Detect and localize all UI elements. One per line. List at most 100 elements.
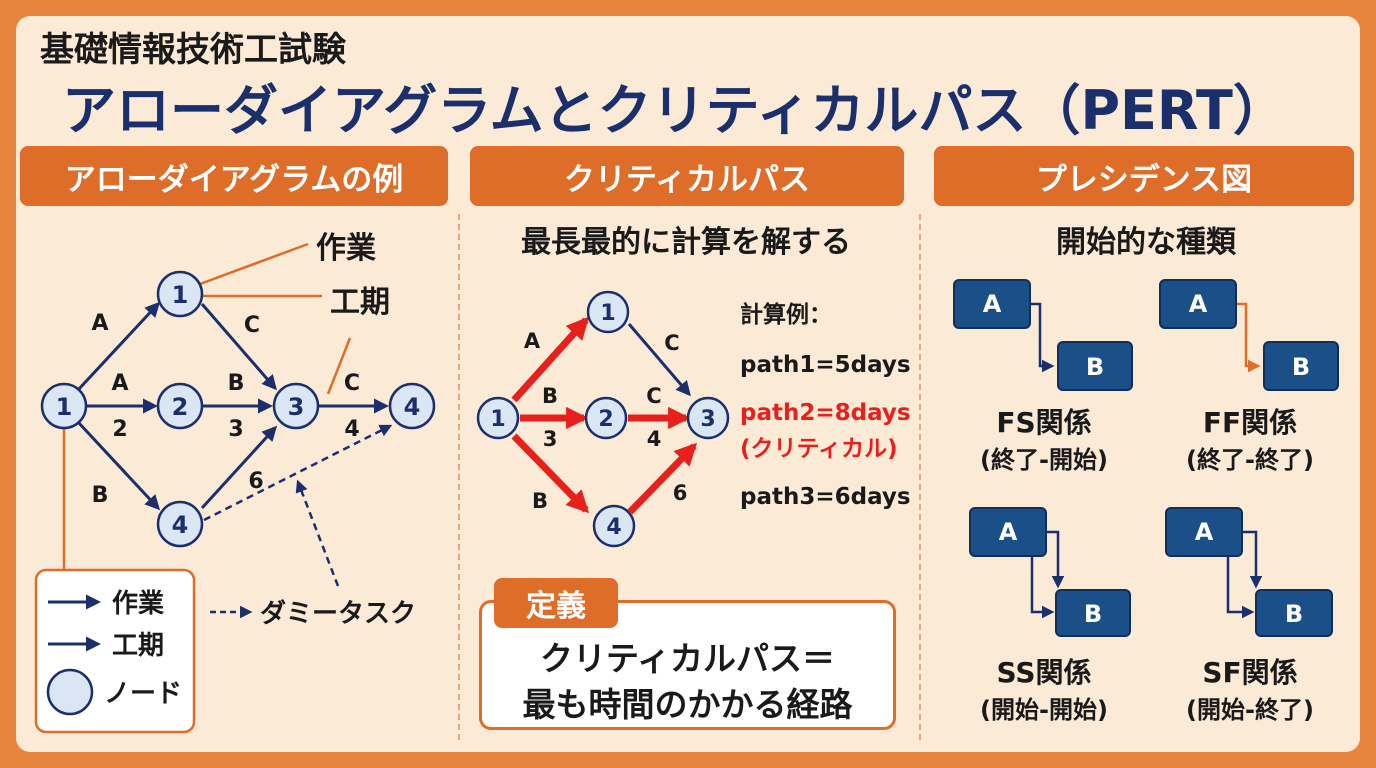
callout-period: 工期: [330, 285, 390, 320]
relation-connector: [1226, 556, 1255, 619]
activity-box-b: [1263, 341, 1339, 391]
panel-heading-critical-path: クリティカルパス: [470, 146, 904, 206]
calc-heading: 計算例：: [740, 301, 832, 328]
relation-fs: A B FS関係 (終了-開始): [953, 279, 1133, 474]
edge-duration: 3: [228, 417, 243, 442]
edge-1-to-1: [76, 301, 161, 392]
activity-a-label: A: [983, 290, 1002, 318]
legend-node-label: ノード: [104, 679, 182, 709]
edge-label: B: [542, 384, 558, 408]
relation-connector: [1242, 530, 1263, 589]
node-label: 1: [490, 407, 505, 432]
activity-box-a: [953, 279, 1031, 329]
legend-work-label: 作業: [112, 589, 164, 619]
edge-label: A: [111, 371, 128, 396]
panel-heading-arrow-diagram: アローダイアグラムの例: [20, 146, 448, 206]
node-label: 2: [172, 393, 189, 421]
relation-connector: [1236, 302, 1261, 373]
activity-box-a: [969, 507, 1047, 557]
definition-line-1: クリティカルパス＝: [539, 639, 836, 678]
callout-line-work: [199, 242, 309, 286]
node-circle: [476, 396, 520, 440]
node-circle: [584, 396, 628, 440]
node-label: 1: [600, 301, 615, 326]
relation-connector: [1046, 530, 1065, 589]
definition-badge: 定義: [494, 578, 618, 628]
activity-box-b: [1255, 589, 1333, 637]
node-label: 3: [288, 393, 305, 421]
relation-name: FS関係: [996, 406, 1091, 439]
node-label: 2: [598, 407, 613, 432]
calc-path1: path1=5days: [740, 352, 911, 378]
node-label: 3: [700, 407, 715, 432]
callout-line-node3: [326, 337, 352, 395]
calc-path2-note: (クリティカル): [740, 436, 898, 462]
relation-sf: A B SF関係 (開始-終了): [1165, 507, 1333, 724]
legend-node-icon: [46, 668, 94, 716]
activity-a-label: A: [1189, 290, 1208, 318]
exam-subtitle: 基礎情報技術工試験: [40, 30, 346, 70]
edge-duration: 6: [673, 481, 688, 505]
node-circle: [156, 270, 204, 318]
node-circle: [592, 504, 636, 548]
relation-name: FF関係: [1203, 406, 1297, 439]
node-circle: [586, 290, 630, 334]
dummy-callout-arrow: [295, 479, 340, 587]
legend-period-label: 工期: [112, 631, 164, 661]
edge-4-to-3: [200, 425, 278, 510]
activity-a-label: A: [1195, 518, 1214, 546]
node-circle: [156, 500, 204, 548]
activity-box-b: [1057, 341, 1133, 391]
relation-connector: [1030, 556, 1055, 619]
edge-label: C: [646, 384, 661, 408]
activity-box-a: [1159, 279, 1237, 329]
page-title: アローダイアグラムとクリティカルパス（PERT）: [62, 79, 1287, 142]
node-label: 4: [404, 393, 421, 421]
edge-1-to-3: [200, 303, 277, 391]
activity-b-label: B: [1086, 353, 1104, 381]
edge-label: A: [91, 311, 108, 336]
panel-heading-precedence: プレシデンス図: [934, 146, 1354, 206]
relation-desc: (開始-開始): [980, 696, 1108, 724]
activity-b-label: B: [1285, 600, 1303, 628]
precedence-caption: 開始的な種類: [1056, 225, 1237, 260]
activity-b-label: B: [1292, 353, 1310, 381]
edge-label: C: [344, 371, 360, 396]
edge-duration: 2: [112, 417, 127, 442]
edge-label: C: [664, 331, 679, 355]
node-circle: [40, 382, 88, 430]
critical-edge-1-to-1: [511, 316, 589, 403]
relation-ss: A B SS関係 (開始-開始): [969, 507, 1131, 724]
relation-ff: A B FF関係 (終了-終了): [1159, 279, 1339, 474]
node-label: 4: [606, 515, 621, 540]
edge-label: B: [228, 371, 245, 396]
critical-caption: 最長最的に計算を解する: [521, 225, 851, 260]
calc-path3: path3=6days: [740, 484, 911, 510]
activity-box-a: [1165, 507, 1243, 557]
activity-b-label: B: [1084, 600, 1102, 628]
callout-work: 作業: [316, 231, 376, 266]
node-circle: [388, 382, 436, 430]
divider-right: [919, 214, 921, 740]
relation-connector: [1030, 302, 1055, 373]
node-label: 4: [172, 511, 189, 539]
definition-line-2: 最も時間のかかる経路: [522, 685, 853, 724]
critical-edge-1-to-4: [511, 433, 590, 514]
edge-1-to-3: [627, 323, 691, 397]
critical-edge-4-to-3: [627, 442, 698, 515]
legend-dummy-label: ダミータスク: [260, 598, 416, 629]
calc-path2: path2=8days: [740, 400, 911, 426]
node-label: 1: [172, 281, 189, 309]
definition-text: クリティカルパス＝ 最も時間のかかる経路: [479, 636, 896, 728]
critical-path-diagram: 最長最的に計算を解する 1 1 2 3 4 A C B 3 C 4 B 6 計算…: [476, 225, 911, 548]
edge-duration: 4: [344, 417, 359, 442]
edge-label: A: [524, 329, 541, 353]
node-circle: [156, 382, 204, 430]
relation-name: SF関係: [1202, 656, 1297, 689]
edge-duration: 4: [647, 427, 662, 451]
activity-a-label: A: [999, 518, 1018, 546]
node-label: 1: [56, 393, 73, 421]
edge-label: C: [244, 313, 260, 338]
divider-left: [458, 214, 460, 740]
